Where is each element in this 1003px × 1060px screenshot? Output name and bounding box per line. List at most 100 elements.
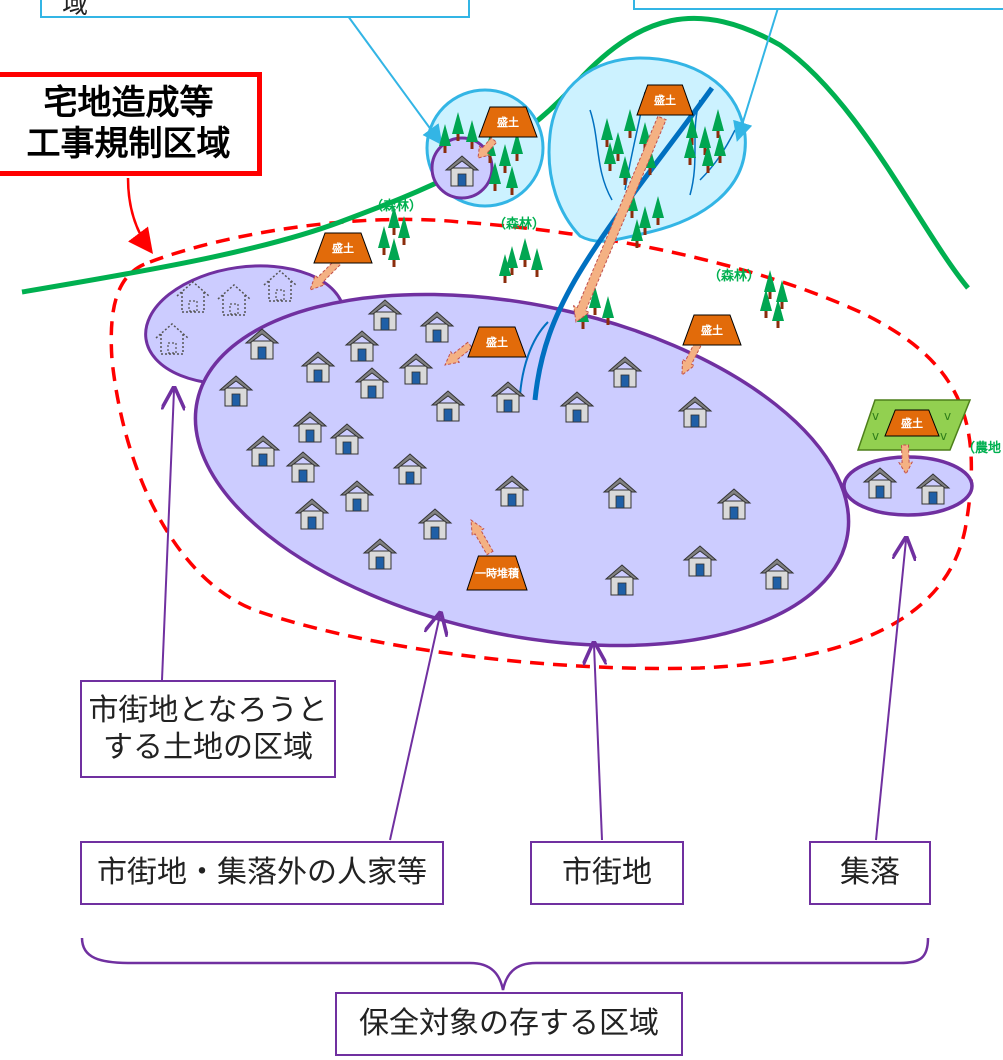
house-icon [398, 353, 434, 385]
title-leader [126, 177, 153, 255]
leader-village [875, 540, 906, 841]
house-icon [155, 323, 189, 355]
forest-label: （森林） [708, 268, 760, 284]
tree-icon [699, 126, 711, 155]
house-icon [218, 375, 254, 407]
tree-icon [601, 118, 613, 147]
callout-top-left-text: 域 [62, 0, 89, 20]
tree-icon [511, 132, 523, 161]
planned-urban-box: 市街地となろうと する土地の区域 [80, 680, 336, 778]
house-icon [329, 423, 365, 455]
tree-icon [499, 254, 511, 283]
house-icon [430, 390, 466, 422]
house-icon [915, 473, 951, 505]
title-line-2: 工事規制区域 [26, 124, 231, 164]
callout-top-left: 域 [40, 0, 470, 20]
house-icon [494, 475, 530, 507]
mound-icon: 盛土 [478, 106, 538, 138]
mound-icon: 盛土 [313, 232, 373, 264]
house-icon [392, 453, 428, 485]
svg-text:盛土: 盛土 [701, 323, 723, 337]
houses-layer [155, 155, 951, 596]
house-icon [677, 396, 713, 428]
forest-label: （森林） [493, 216, 545, 232]
regulation-area-outline [109, 217, 974, 671]
tree-icon [506, 166, 518, 195]
tree-icon [631, 219, 643, 248]
svg-text:v: v [872, 409, 879, 423]
tree-icon [378, 226, 390, 255]
house-icon [300, 351, 336, 383]
house-icon [217, 284, 251, 316]
arrow-icon [681, 337, 704, 377]
arrow-icon [444, 341, 473, 366]
house-icon [354, 367, 390, 399]
leader-planned-urban [161, 390, 174, 681]
house-icon [339, 480, 375, 512]
tree-icon [531, 248, 543, 277]
house-icon [682, 545, 718, 577]
house-icon [604, 564, 640, 596]
tree-icon [686, 116, 698, 145]
planned-urban-line-2: する土地の区域 [103, 730, 313, 765]
valley-stream [589, 109, 613, 201]
svg-text:v: v [940, 429, 947, 443]
conservation-label: 保全対象の存する区域 [359, 1006, 659, 1042]
mound-arrows-layer [309, 115, 914, 556]
tree-icon [589, 286, 601, 315]
tree-icon [776, 280, 788, 309]
forest-label: （森林） [370, 198, 422, 214]
house-icon [862, 467, 898, 499]
regulation-area-title: 宅地造成等 工事規制区域 [0, 72, 262, 176]
svg-text:盛土: 盛土 [486, 335, 508, 349]
mound-icon: 盛土 [636, 84, 694, 116]
tree-icon [604, 142, 616, 171]
tree-icon [452, 112, 464, 141]
conservation-brace [80, 937, 930, 991]
tree-icon [772, 299, 784, 328]
svg-text:盛土: 盛土 [332, 241, 354, 255]
house-icon [245, 435, 281, 467]
house-icon [490, 381, 526, 413]
tree-icon [714, 134, 726, 163]
svg-text:盛土: 盛土 [497, 115, 519, 129]
tree-icon [619, 156, 631, 185]
tree-icon [519, 238, 531, 267]
tree-icon [602, 296, 614, 325]
callout-leader-left [344, 11, 443, 146]
farmland-label: （農地 [962, 440, 1001, 456]
svg-text:v: v [944, 409, 951, 423]
svg-text:一時堆積: 一時堆積 [475, 566, 520, 580]
tree-icon [398, 216, 410, 245]
house-icon [559, 391, 595, 423]
river-branch [519, 321, 549, 396]
conservation-box: 保全対象の存する区域 [335, 992, 683, 1056]
arrow-icon [309, 258, 342, 291]
tree-icon [624, 109, 636, 138]
village-box: 集落 [809, 841, 931, 905]
house-icon [344, 330, 380, 362]
house-icon [367, 299, 403, 331]
tree-icon [652, 196, 664, 225]
arrow-icon [477, 136, 498, 159]
tree-icon [612, 132, 624, 161]
mound-icon: 盛土 [467, 326, 527, 358]
urban-label: 市街地 [562, 855, 652, 891]
house-icon [716, 488, 752, 520]
tree-icon [388, 238, 400, 267]
house-icon [419, 311, 455, 343]
planned-urban-line-1: 市街地となろうと [88, 692, 328, 728]
tree-icon [760, 289, 772, 318]
mound-icon: 一時堆積 [466, 555, 528, 591]
house-icon [292, 411, 328, 443]
tree-icon [764, 270, 776, 299]
tree-icon [506, 246, 518, 275]
leader-urban [594, 645, 602, 841]
house-icon [759, 558, 795, 590]
mound-icon: 盛土 [682, 314, 742, 346]
tree-icon [388, 206, 400, 235]
village-label: 集落 [840, 855, 900, 891]
house-icon [244, 328, 280, 360]
